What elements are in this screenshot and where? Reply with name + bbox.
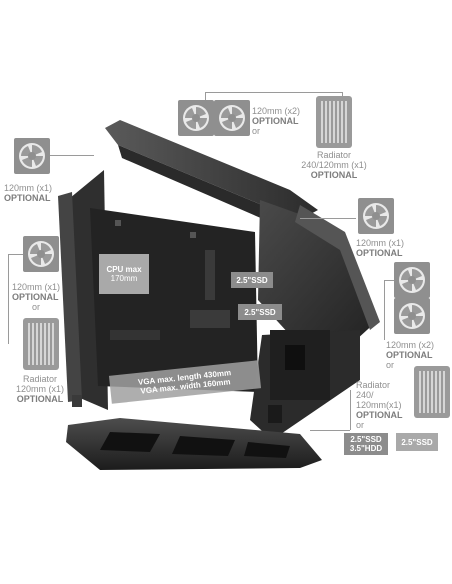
connector-line: [205, 92, 206, 100]
right-radiator-icon: [414, 366, 450, 418]
right-fan-1-icon: [394, 262, 430, 298]
right-radiator-label: Radiator 240/ 120mm(x1) OPTIONAL or: [356, 380, 403, 430]
connector-line: [350, 390, 351, 430]
ssd-tag-1: 2.5"SSD: [231, 272, 273, 288]
rear-fan-label: 120mm (x1) OPTIONAL: [4, 183, 53, 203]
bottom-ssd-tag: 2.5"SSD: [396, 433, 438, 451]
left-fan-icon: [23, 236, 59, 272]
rear-fan-icon: [14, 138, 50, 174]
connector-line: [50, 155, 94, 156]
right-top-fan-icon: [358, 198, 394, 234]
top-fans-label: 120mm (x2) OPTIONAL or: [252, 106, 301, 136]
right-fans-label: 120mm (x2) OPTIONAL or: [386, 340, 435, 370]
connector-line: [342, 92, 343, 96]
top-fan-1-icon: [178, 100, 214, 136]
connector-line: [8, 254, 9, 344]
connector-line: [384, 280, 394, 281]
top-radiator-label: Radiator 240/120mm (x1) OPTIONAL: [301, 150, 367, 180]
ssd-tag-2: 2.5"SSD: [238, 304, 282, 320]
connector-line: [205, 92, 343, 93]
connector-line: [310, 430, 350, 431]
right-top-fan-label: 120mm (x1) OPTIONAL: [356, 238, 405, 258]
left-radiator-icon: [23, 318, 59, 370]
right-fan-2-icon: [394, 298, 430, 334]
left-radiator-label: Radiator 120mm (x1) OPTIONAL: [15, 374, 64, 404]
left-fan-label: 120mm (x1) OPTIONAL or: [12, 282, 61, 312]
top-radiator-icon: [316, 96, 352, 148]
connector-line: [300, 218, 356, 219]
connector-line: [384, 280, 385, 340]
connector-line: [8, 254, 23, 255]
top-fan-2-icon: [214, 100, 250, 136]
